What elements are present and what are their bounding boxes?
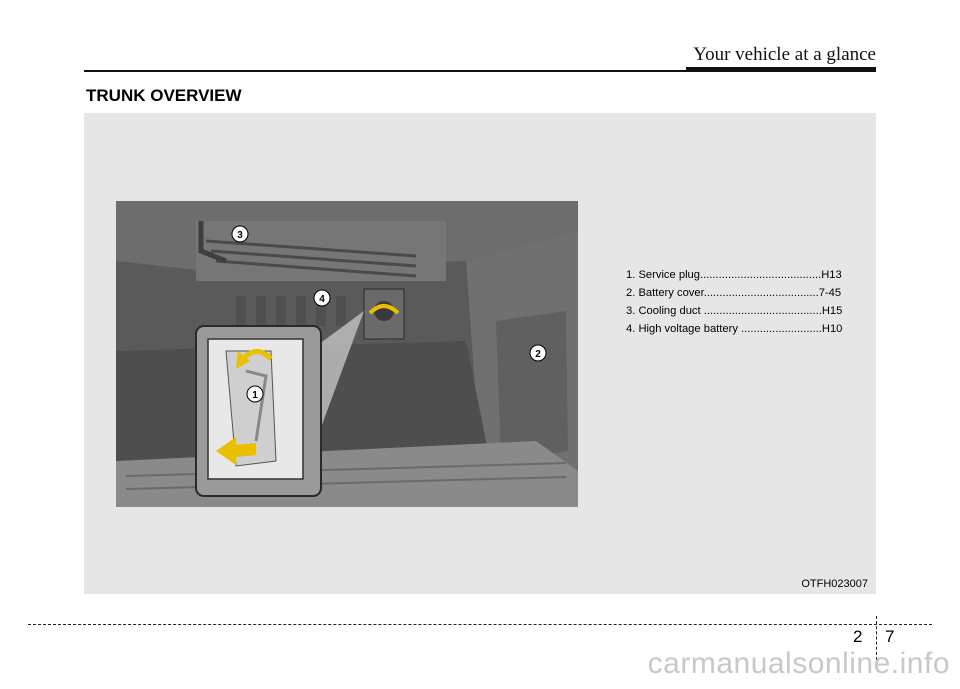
figure-panel: 3 4 2 1 1. Service plug.................…	[84, 113, 876, 594]
page-number: 7	[885, 627, 895, 646]
header-rule	[84, 70, 876, 72]
page-chapter: 2	[853, 627, 863, 646]
trunk-illustration: 3 4 2 1	[116, 201, 578, 507]
header-rule-accent	[686, 67, 876, 72]
legend-item-cooling-duct: 3. Cooling duct ........................…	[626, 305, 843, 317]
callout-2: 2	[535, 349, 541, 360]
footer-rule	[28, 624, 932, 625]
watermark: carmanualsonline.info	[647, 647, 950, 680]
legend-item-service-plug: 1. Service plug.........................…	[626, 269, 842, 281]
callout-4: 4	[319, 294, 325, 305]
component-legend: 1. Service plug.........................…	[626, 266, 866, 338]
footer-divider	[876, 616, 877, 660]
callout-3: 3	[237, 230, 243, 241]
header-title: Your vehicle at a glance	[693, 44, 876, 65]
legend-item-battery-cover: 2. Battery cover........................…	[626, 287, 842, 299]
callout-1: 1	[252, 390, 258, 401]
section-title: TRUNK OVERVIEW	[86, 86, 242, 105]
legend-item-high-voltage-battery: 4. High voltage battery ................…	[626, 323, 843, 335]
figure-code: OTFH023007	[801, 578, 868, 590]
